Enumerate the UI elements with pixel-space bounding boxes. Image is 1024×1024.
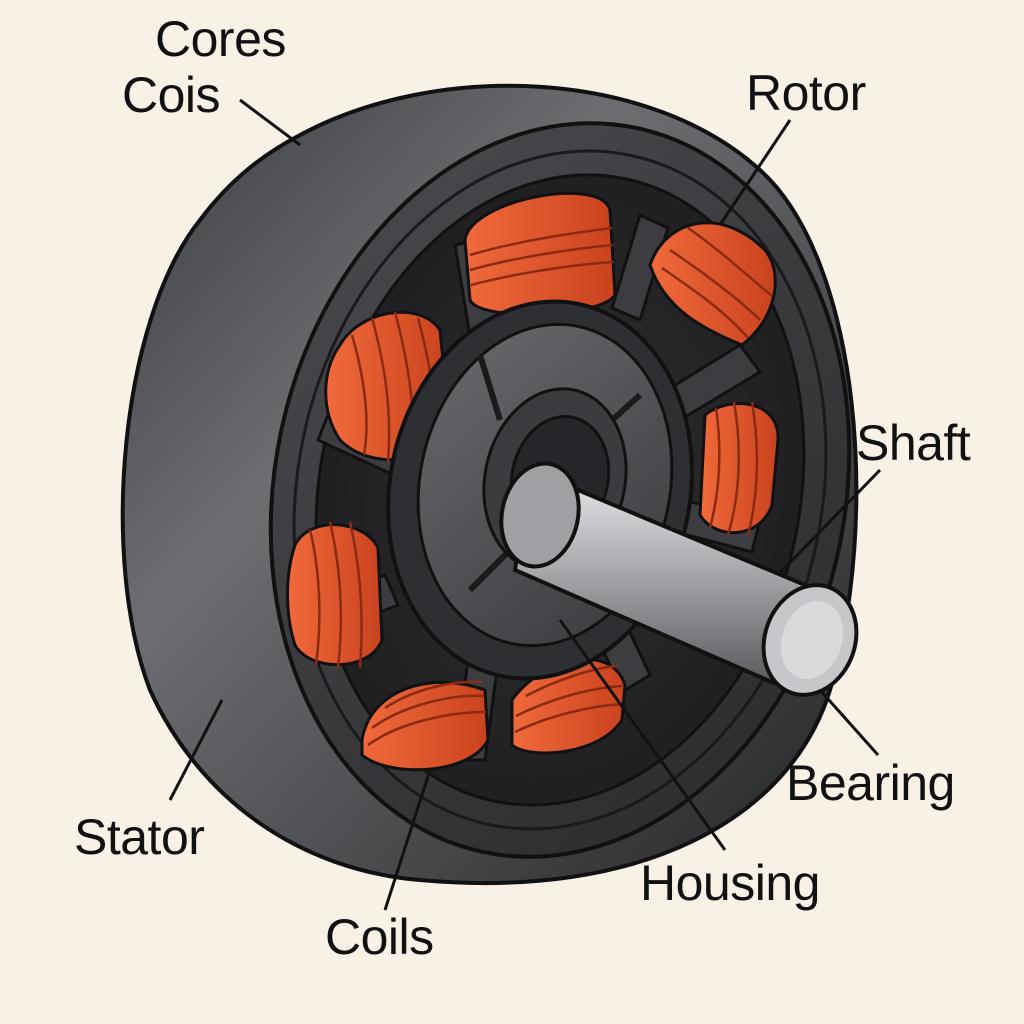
leader-lines: [168, 98, 882, 911]
leader-stator: [168, 699, 224, 801]
label-stator: Stator: [74, 809, 205, 865]
leader-shaft: [776, 468, 882, 577]
coil-bottom-left: [360, 680, 490, 772]
leader-cois: [239, 98, 301, 147]
coil-group: [286, 191, 780, 772]
label-housing: Housing: [640, 855, 820, 911]
coil-top-right: [648, 221, 777, 347]
leader-coils: [383, 769, 432, 911]
label-coils: Coils: [325, 909, 434, 965]
label-shaft: Shaft: [856, 415, 971, 471]
coil-lower-left: [286, 521, 384, 669]
label-rotor: Rotor: [746, 65, 866, 121]
leader-bearing: [818, 689, 880, 756]
leader-rotor: [718, 119, 792, 226]
label-bearing: Bearing: [786, 755, 955, 811]
leader-housing: [558, 619, 727, 851]
label-cores: Cores: [155, 11, 286, 67]
coil-top: [463, 191, 617, 317]
shaft: [499, 461, 859, 697]
coil-right: [698, 401, 780, 537]
label-cois: Cois: [122, 67, 221, 123]
